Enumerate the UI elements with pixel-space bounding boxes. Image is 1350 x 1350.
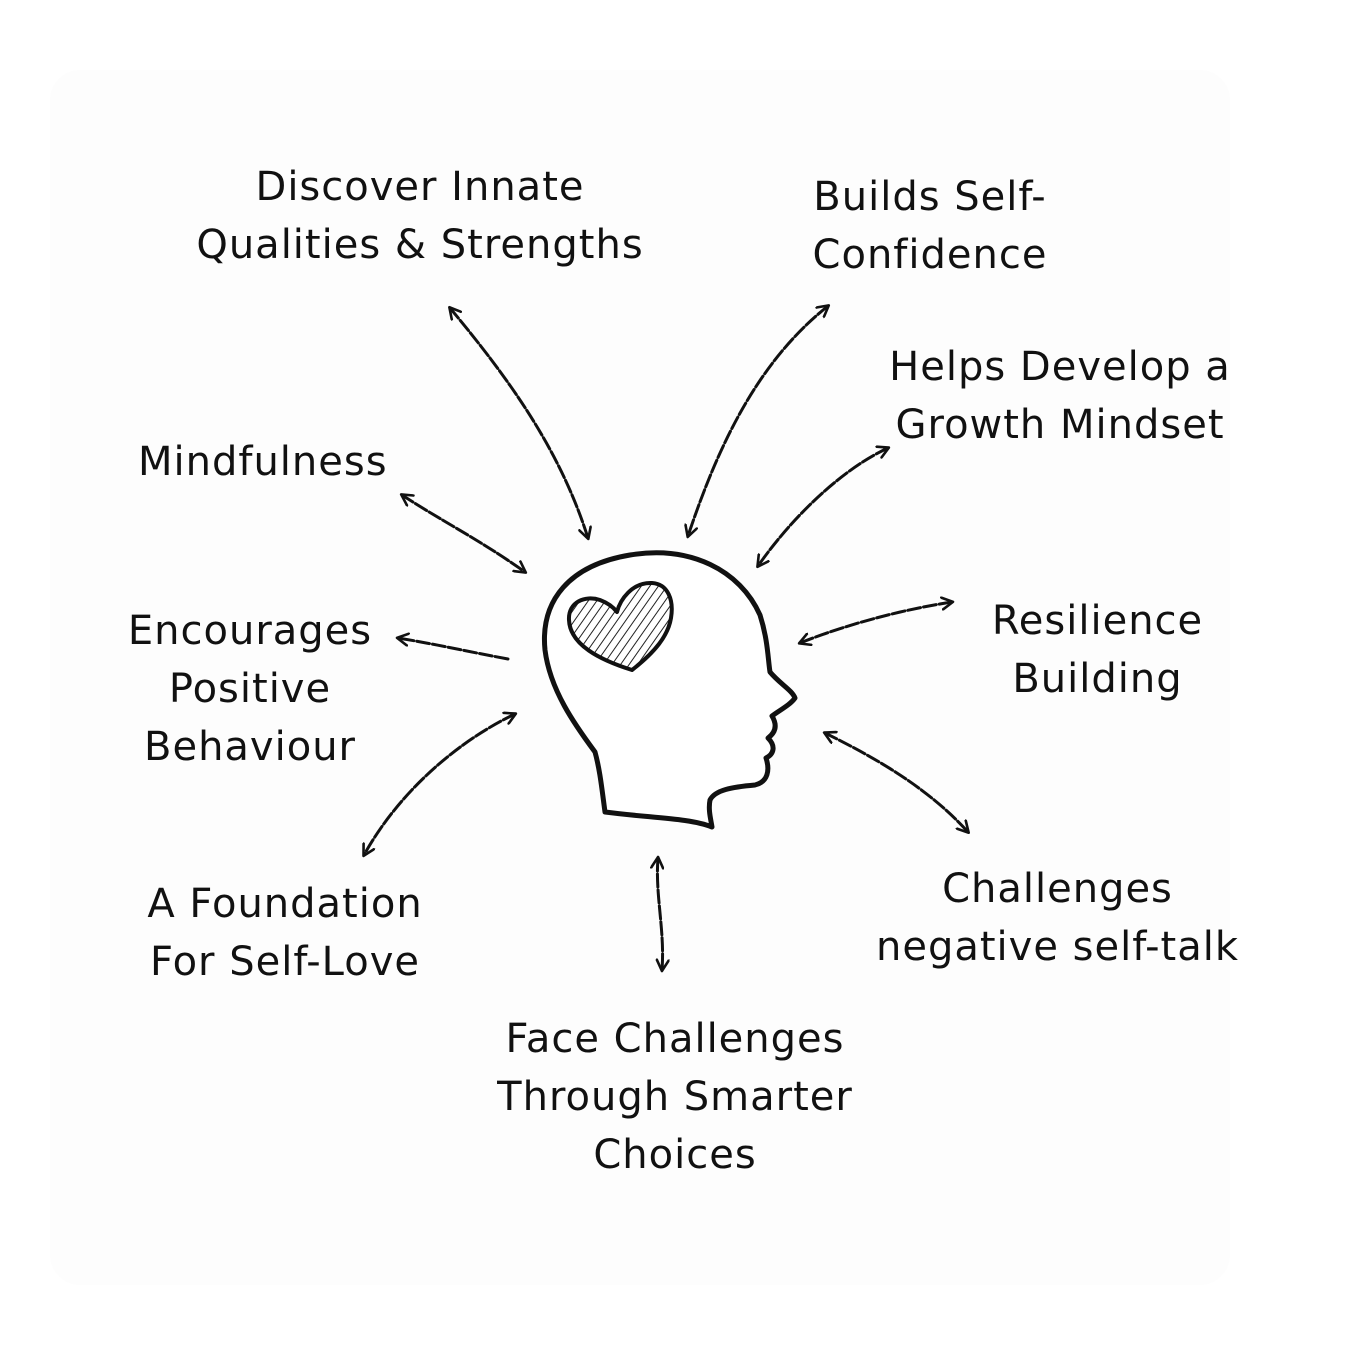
label-positive-line-2: Positive	[168, 666, 332, 712]
label-positive-line-3: Behaviour	[144, 724, 356, 770]
label-growth-line-2: Growth Mindset	[895, 402, 1225, 448]
label-foundation-line-2: For Self-Love	[150, 939, 420, 985]
arrow-growth	[758, 448, 888, 566]
arrow-discover	[450, 308, 588, 538]
label-choices-line-3: Choices	[593, 1132, 757, 1178]
label-negative: Challenges negative self-talk	[875, 860, 1240, 976]
label-resilience-line-1: Resilience	[991, 598, 1204, 644]
arrow-negative	[825, 733, 968, 832]
label-negative-line-1: Challenges	[942, 866, 1173, 912]
heart-icon	[567, 580, 674, 672]
label-confidence-line-2: Confidence	[812, 232, 1048, 278]
label-discover: Discover Innate Qualities & Strengths	[180, 158, 660, 274]
label-discover-line-1: Discover Innate	[255, 164, 585, 210]
arrow-foundation	[364, 714, 515, 855]
label-mindfulness: Mindfulness	[138, 433, 418, 491]
label-choices: Face Challenges Through Smarter Choices	[485, 1010, 865, 1184]
arrow-choices	[657, 858, 662, 970]
label-negative-line-2: negative self-talk	[875, 924, 1240, 970]
label-growth-line-1: Helps Develop a	[889, 344, 1231, 390]
arrow-positive	[398, 638, 510, 661]
label-choices-line-1: Face Challenges	[505, 1016, 845, 1062]
label-confidence: Builds Self- Confidence	[765, 168, 1095, 284]
label-foundation: A Foundation For Self-Love	[120, 875, 450, 991]
label-positive-line-1: Encourages	[127, 608, 373, 654]
label-foundation-line-1: A Foundation	[147, 881, 423, 927]
label-mindfulness-line-1: Mindfulness	[138, 439, 388, 485]
label-choices-line-2: Through Smarter	[497, 1074, 853, 1120]
arrow-confidence	[688, 306, 828, 536]
label-resilience: Resilience Building	[975, 592, 1220, 708]
label-resilience-line-2: Building	[1012, 656, 1183, 702]
label-positive: Encourages Positive Behaviour	[120, 602, 380, 776]
label-discover-line-2: Qualities & Strengths	[196, 222, 644, 268]
arrow-resilience	[800, 602, 952, 643]
arrow-mindfulness	[402, 495, 525, 572]
label-growth: Helps Develop a Growth Mindset	[885, 338, 1235, 454]
label-confidence-line-1: Builds Self-	[813, 174, 1047, 220]
